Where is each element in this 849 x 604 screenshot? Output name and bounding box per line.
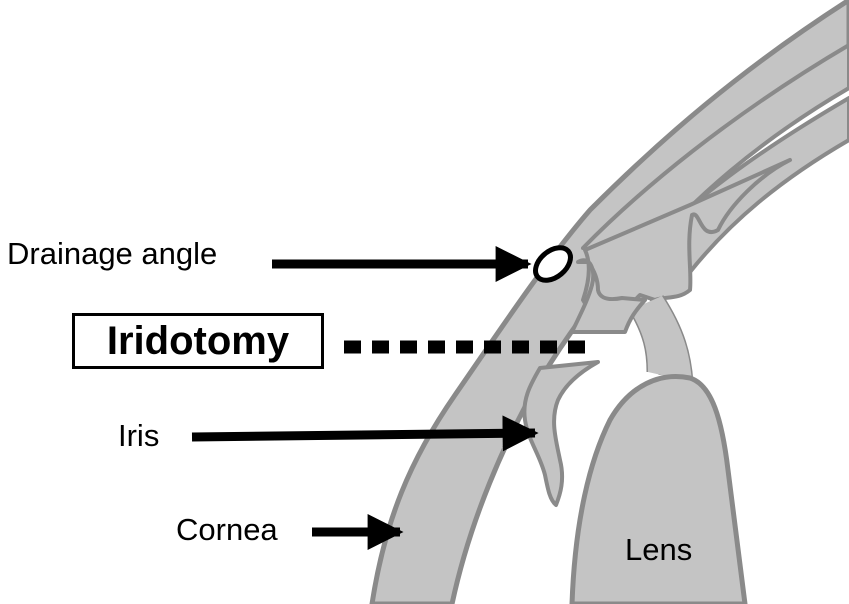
drainage-angle-label: Drainage angle	[7, 236, 217, 272]
cornea-label: Cornea	[176, 512, 278, 548]
iris-arrow	[192, 433, 535, 437]
iris-label: Iris	[118, 418, 159, 454]
iridotomy-label-box: Iridotomy	[72, 313, 324, 369]
iridotomy-label: Iridotomy	[75, 316, 321, 366]
lens-shape	[572, 377, 745, 604]
lens-label: Lens	[625, 532, 692, 568]
